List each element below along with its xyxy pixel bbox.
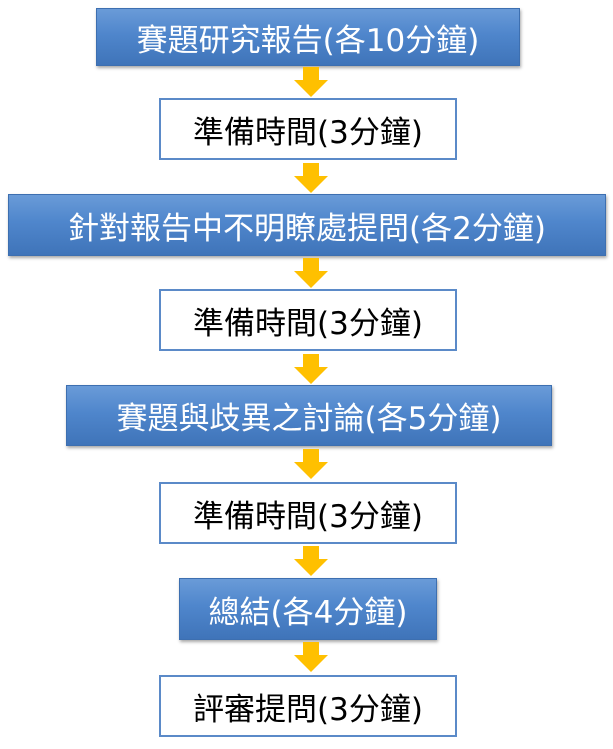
down-arrow-icon — [294, 642, 328, 672]
step-clarification-questions: 針對報告中不明瞭處提問(各2分鐘) — [8, 194, 606, 256]
step-label: 賽題與歧異之討論(各5分鐘) — [116, 401, 502, 437]
step-label: 總結(各4分鐘) — [208, 594, 408, 631]
step-judges-questions: 評審提問(3分鐘) — [159, 675, 457, 737]
step-label: 準備時間(3分鐘) — [193, 114, 423, 151]
down-arrow-icon — [294, 354, 328, 384]
down-arrow-icon — [294, 67, 328, 97]
step-label: 評審提問(3分鐘) — [193, 691, 423, 728]
step-label: 針對報告中不明瞭處提問(各2分鐘) — [68, 210, 546, 247]
step-prep-time-1: 準備時間(3分鐘) — [159, 98, 457, 160]
step-discussion: 賽題與歧異之討論(各5分鐘) — [66, 385, 552, 446]
step-label: 賽題研究報告(各10分鐘) — [136, 22, 480, 59]
down-arrow-icon — [294, 258, 328, 288]
step-prep-time-3: 準備時間(3分鐘) — [159, 482, 457, 544]
step-summary: 總結(各4分鐘) — [179, 578, 437, 640]
down-arrow-icon — [294, 449, 328, 479]
step-research-report: 賽題研究報告(各10分鐘) — [96, 8, 520, 66]
step-label: 準備時間(3分鐘) — [193, 305, 423, 342]
down-arrow-icon — [294, 546, 328, 576]
down-arrow-icon — [294, 163, 328, 193]
step-prep-time-2: 準備時間(3分鐘) — [159, 289, 457, 351]
step-label: 準備時間(3分鐘) — [193, 498, 423, 535]
